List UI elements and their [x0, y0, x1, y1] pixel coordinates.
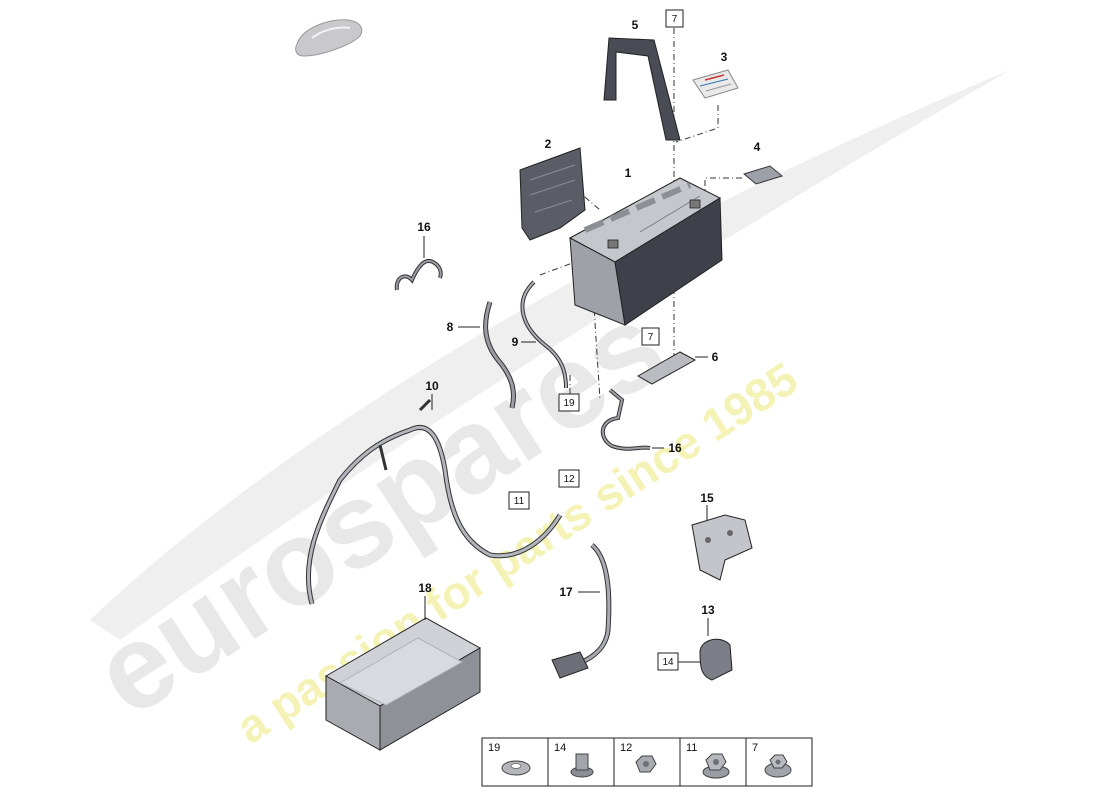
part-13-clip[interactable] [678, 618, 733, 681]
label-18[interactable]: 18 [418, 581, 432, 595]
tray-cell-19[interactable]: 19 [488, 742, 531, 776]
hardware-tray: 19 14 12 11 [481, 737, 813, 787]
svg-text:7: 7 [752, 742, 758, 754]
part-6-bracket[interactable] [636, 351, 708, 385]
washer-icon [501, 760, 531, 776]
label-1[interactable]: 1 [625, 166, 632, 180]
collar-nut-icon [764, 754, 792, 778]
label-8[interactable]: 8 [447, 320, 454, 334]
svg-text:14: 14 [662, 657, 674, 668]
label-16-lower[interactable]: 16 [668, 441, 682, 455]
part-9-cable[interactable] [520, 280, 568, 389]
svg-text:11: 11 [514, 496, 525, 507]
part-16-cable-upper[interactable] [394, 236, 443, 291]
part-15-bracket[interactable] [691, 505, 753, 581]
part-8-cable[interactable] [458, 301, 516, 409]
tray-cell-12[interactable]: 12 [620, 742, 657, 773]
tray-cell-14[interactable]: 14 [554, 742, 594, 778]
bolt-icon [570, 753, 594, 778]
part-16-cable-lower[interactable] [601, 388, 664, 451]
svg-text:19: 19 [563, 398, 575, 409]
part-5-strap[interactable] [603, 37, 681, 141]
part-2-heat-shield[interactable] [519, 147, 586, 241]
tray-cell-11[interactable]: 11 [686, 742, 730, 779]
ref-box-19[interactable]: 19 [558, 393, 580, 412]
part-1-battery[interactable] [568, 177, 723, 326]
nut-icon [635, 755, 657, 773]
label-13[interactable]: 13 [701, 603, 715, 617]
label-5[interactable]: 5 [632, 18, 639, 32]
ref-box-11[interactable]: 11 [508, 491, 530, 510]
part-4-cover[interactable] [742, 165, 784, 185]
ref-box-7-mid[interactable]: 7 [641, 327, 660, 346]
svg-text:7: 7 [648, 332, 654, 343]
watermark-swoosh [90, 70, 1010, 640]
flange-nut-icon [702, 753, 730, 779]
label-16-upper[interactable]: 16 [417, 220, 431, 234]
label-6[interactable]: 6 [712, 350, 719, 364]
svg-text:19: 19 [488, 742, 500, 754]
ref-box-12[interactable]: 12 [558, 469, 580, 488]
svg-text:12: 12 [620, 742, 632, 754]
boxed-refs: 7 7 19 12 11 14 [508, 9, 684, 671]
car-icon [295, 19, 363, 57]
ref-box-14[interactable]: 14 [657, 652, 679, 671]
part-18-box[interactable] [324, 596, 482, 751]
part-3-label[interactable] [692, 69, 739, 99]
part-10-harness[interactable] [306, 394, 563, 605]
label-15[interactable]: 15 [700, 491, 714, 505]
svg-text:14: 14 [554, 742, 566, 754]
label-9[interactable]: 9 [512, 335, 519, 349]
svg-text:7: 7 [672, 14, 678, 25]
label-4[interactable]: 4 [754, 140, 761, 154]
ref-box-7-top[interactable]: 7 [665, 9, 684, 28]
label-2[interactable]: 2 [545, 137, 552, 151]
svg-text:11: 11 [686, 742, 697, 754]
part-17-cable[interactable] [551, 543, 612, 679]
label-3[interactable]: 3 [721, 50, 728, 64]
tray-cell-7[interactable]: 7 [752, 742, 792, 778]
label-10[interactable]: 10 [425, 379, 439, 393]
svg-text:12: 12 [563, 474, 575, 485]
label-17[interactable]: 17 [559, 585, 573, 599]
part-labels: 1 2 3 4 5 6 8 9 10 13 15 16 16 17 18 [417, 18, 760, 617]
